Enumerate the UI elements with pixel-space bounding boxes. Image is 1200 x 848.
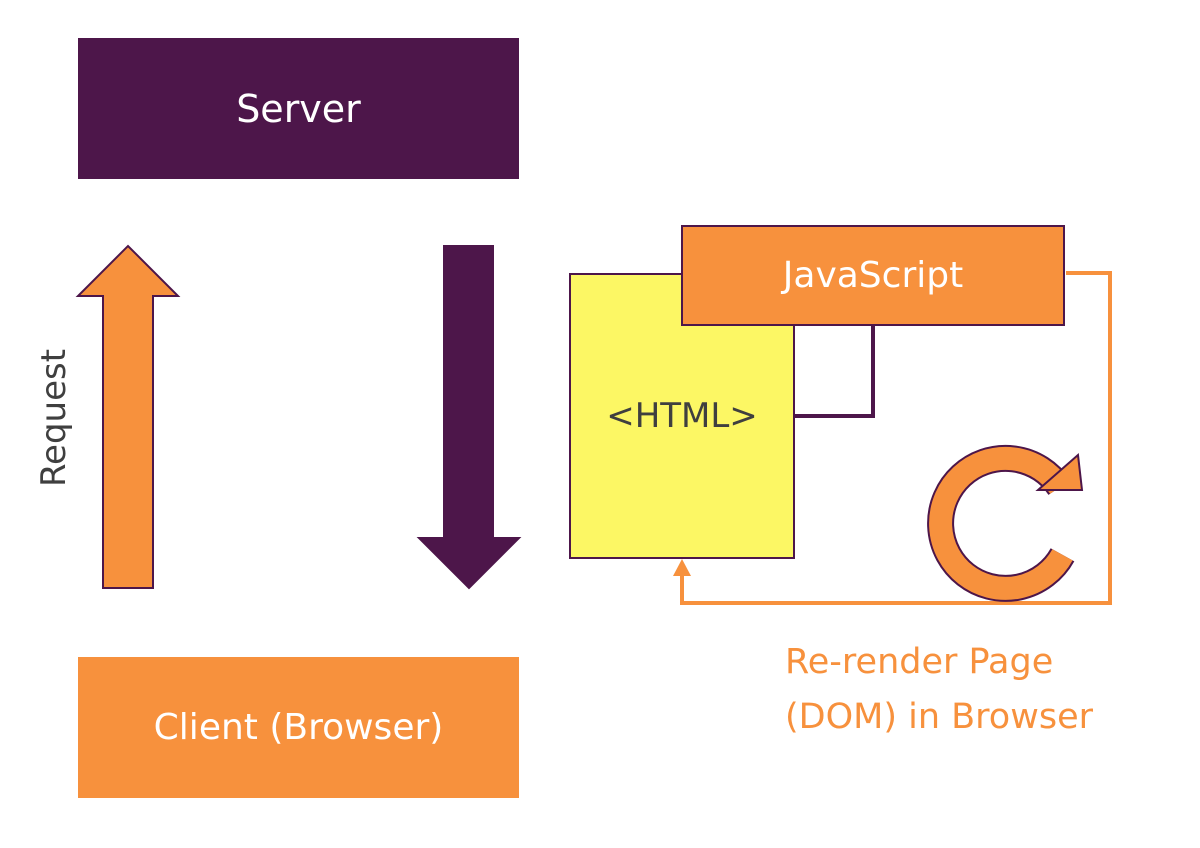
request-label: Request — [34, 348, 74, 488]
arrow-down-icon — [416, 245, 522, 590]
arrow-up-icon — [75, 244, 181, 589]
html-label: <HTML> — [606, 396, 758, 436]
client-label: Client (Browser) — [153, 707, 444, 748]
js-html-connector — [795, 326, 875, 418]
client-box: Client (Browser) — [78, 657, 519, 798]
javascript-box: JavaScript — [681, 225, 1065, 326]
rerender-arrowhead-icon — [673, 559, 691, 576]
javascript-label: JavaScript — [782, 255, 964, 296]
rerender-caption-line1: Re-render Page — [785, 642, 1054, 682]
server-label: Server — [236, 86, 361, 131]
server-box: Server — [78, 38, 519, 179]
rerender-loop-line — [680, 271, 1112, 605]
rerender-caption-line2: (DOM) in Browser — [785, 697, 1093, 737]
